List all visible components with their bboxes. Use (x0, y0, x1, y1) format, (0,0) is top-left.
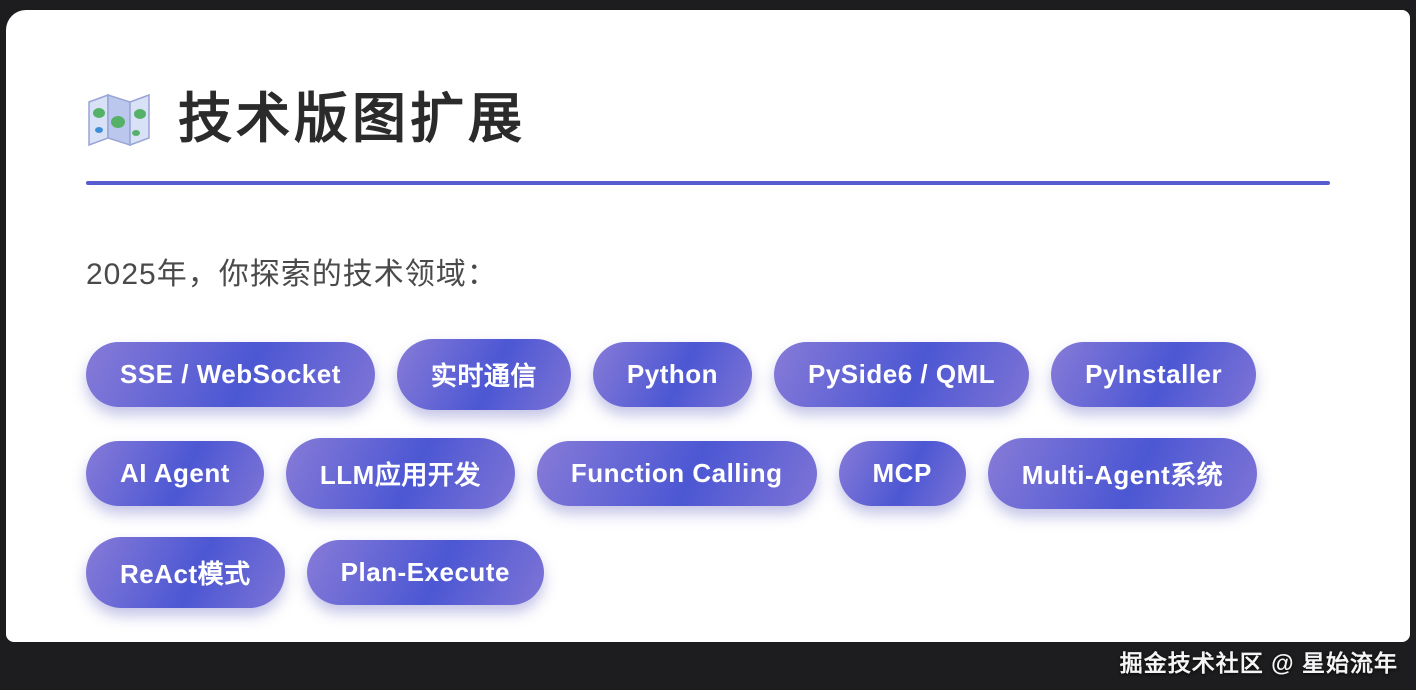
tag-pill: 实时通信 (396, 339, 571, 411)
tag-pill: SSE / WebSocket (86, 342, 375, 408)
world-map-icon (86, 92, 152, 148)
tag-pill: Function Calling (536, 441, 817, 507)
tag-row: SSE / WebSocket 实时通信 Python PySide6 / QML Py… (86, 339, 1330, 411)
tag-pill: MCP (838, 441, 966, 507)
tag-pill: AI Agent (86, 441, 264, 507)
tag-row: AI Agent LLM应用开发 Function Calling MCP Multi-… (86, 438, 1330, 510)
page-title: 技术版图扩展 (178, 89, 526, 149)
tags: SSE / WebSocket 实时通信 Python PySide6 / QML Py… (86, 339, 1330, 609)
tag-pill: PySide6 / QML (774, 342, 1030, 408)
slide-content: 技术版图扩展 2025年，你探索的技术领域： SSE / WebSocket 实时… (6, 89, 1410, 609)
tag-pill: ReAct模式 (86, 537, 285, 609)
slide-card: 技术版图扩展 2025年，你探索的技术领域： SSE / WebSocket 实时… (6, 10, 1410, 642)
tag-pill: Python (592, 342, 752, 408)
tag-pill: PyInstaller (1051, 342, 1257, 408)
tag-pill: LLM应用开发 (285, 438, 515, 510)
intro-text: 2025年，你探索的技术领域： (86, 258, 498, 292)
tag-row: ReAct模式 Plan-Execute (86, 537, 1330, 609)
title-divider (86, 181, 1330, 186)
tag-pill: Multi-Agent系统 (987, 438, 1258, 510)
tag-pill: Plan-Execute (306, 540, 544, 606)
header: 技术版图扩展 (86, 89, 1330, 149)
watermark: 掘金技术社区 @ 星始流年 (1119, 650, 1398, 676)
